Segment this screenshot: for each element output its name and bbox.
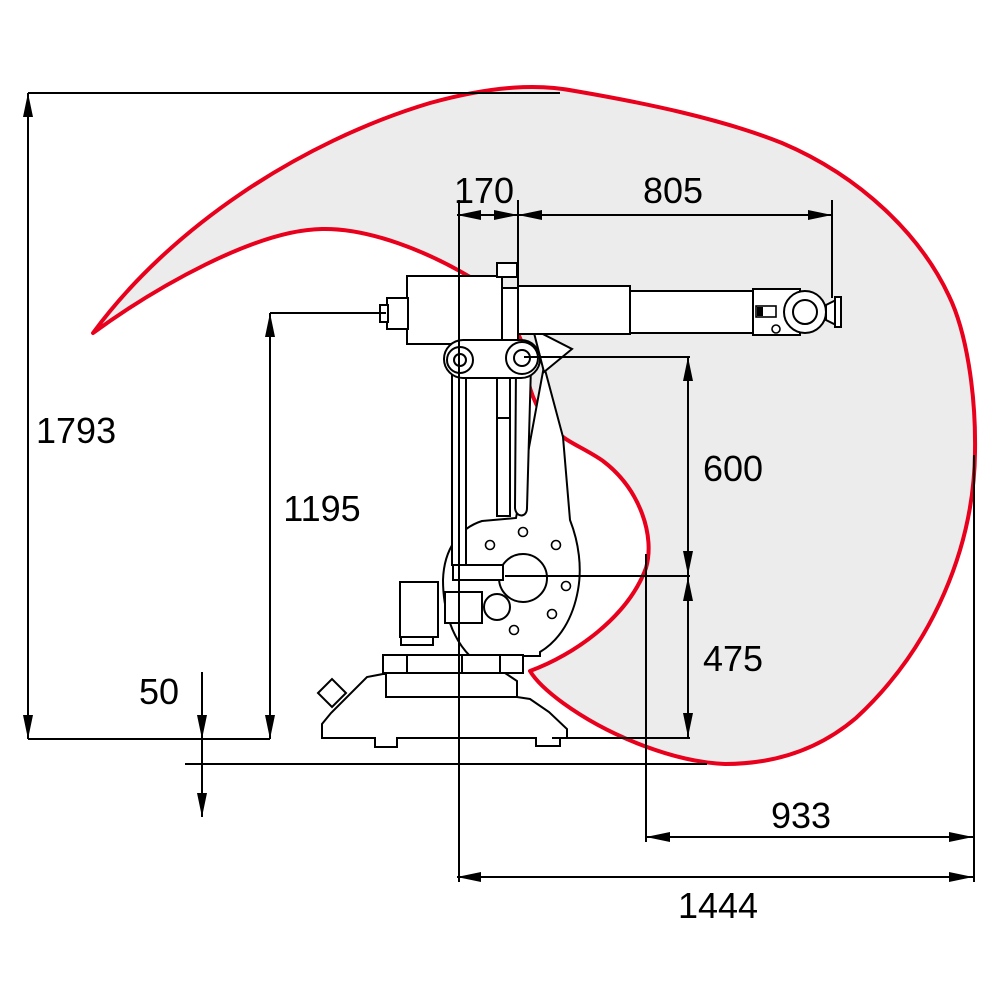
base-pedestal xyxy=(321,673,568,748)
flange-plate xyxy=(834,296,842,328)
label-50: 50 xyxy=(139,671,179,712)
label-933: 933 xyxy=(771,795,831,836)
label-1444: 1444 xyxy=(678,885,758,926)
label-1195: 1195 xyxy=(283,488,360,529)
link-rod-right xyxy=(513,365,533,517)
wrist-detail xyxy=(755,305,777,318)
shoulder-joint-band xyxy=(501,287,519,345)
base-corner-tab xyxy=(316,677,348,709)
base-motor-mid xyxy=(444,591,483,624)
housing-left-block xyxy=(386,297,409,330)
base-motor-left xyxy=(399,581,439,638)
arm-rest-bracket xyxy=(452,564,504,581)
wrist-hub-inner xyxy=(792,299,818,325)
forearm-tube xyxy=(629,290,754,334)
label-600: 600 xyxy=(703,448,763,489)
wrist-screw xyxy=(771,324,781,334)
upper-arm-box xyxy=(517,285,631,335)
label-805: 805 xyxy=(643,170,703,211)
motor-housing xyxy=(406,275,503,345)
robot-drawing xyxy=(316,262,842,748)
dimension-labels: 1793 1195 50 170 805 600 475 933 1444 xyxy=(36,170,831,926)
dimension-lines xyxy=(23,93,973,882)
base-band-mid xyxy=(385,672,518,698)
label-1793: 1793 xyxy=(36,410,116,451)
base-assembly xyxy=(316,654,568,748)
wrist-detail-square xyxy=(757,307,763,316)
housing-top-block xyxy=(496,262,518,278)
axis-face-ring xyxy=(498,553,548,603)
base-band-top xyxy=(382,654,524,674)
label-170: 170 xyxy=(454,170,514,211)
base-motor-cap xyxy=(483,593,511,621)
cylinder-rod xyxy=(496,367,511,517)
base-motor-left-foot xyxy=(400,636,434,646)
label-475: 475 xyxy=(703,638,763,679)
